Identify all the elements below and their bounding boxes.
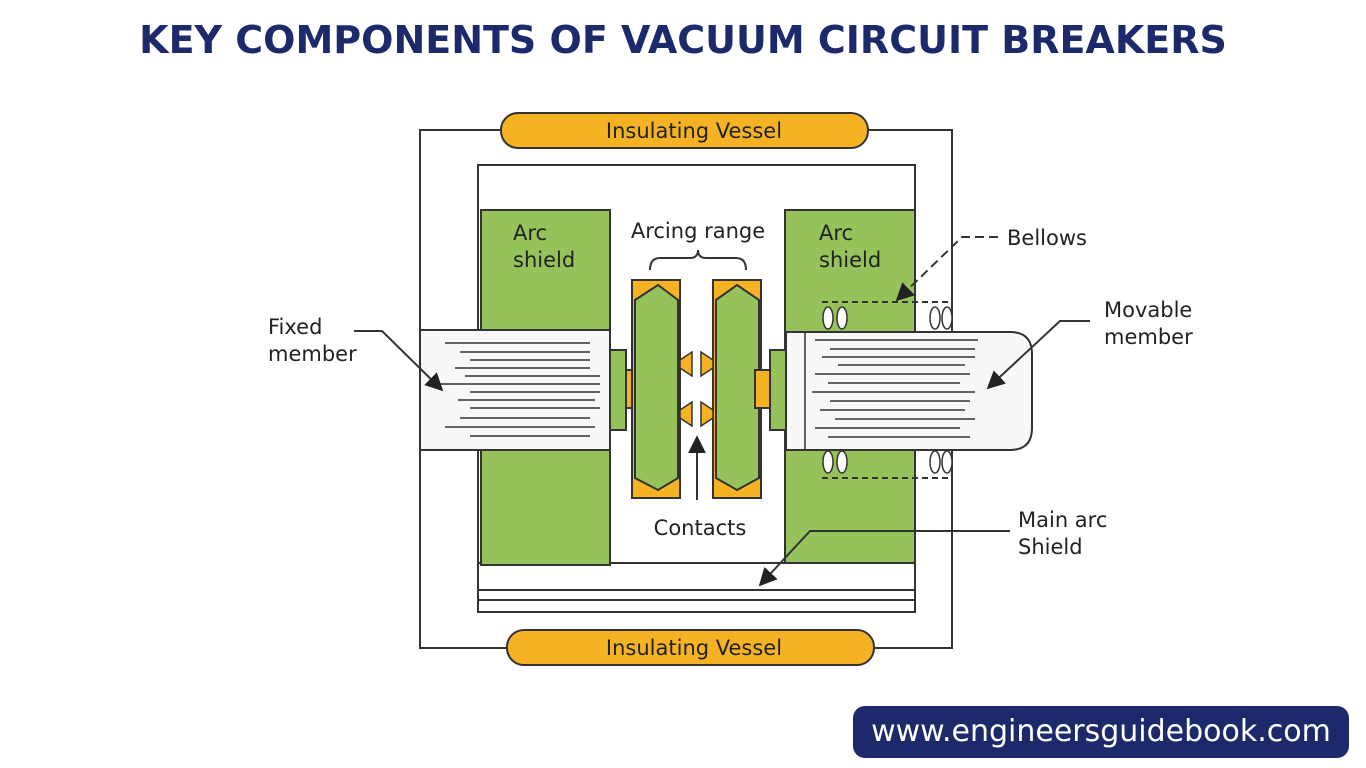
fixed-member-label-2: member bbox=[268, 342, 357, 366]
insulating-vessel-bottom: Insulating Vessel bbox=[506, 629, 875, 666]
contacts-label: Contacts bbox=[654, 516, 747, 540]
movable-member-label-1: Movable bbox=[1104, 298, 1192, 322]
arcing-range-label: Arcing range bbox=[631, 219, 765, 243]
contact-tips bbox=[679, 350, 714, 428]
page-title: KEY COMPONENTS OF VACUUM CIRCUIT BREAKER… bbox=[139, 18, 1227, 62]
main-arc-shield-leader bbox=[758, 530, 1010, 587]
movable-member-label-2: member bbox=[1104, 325, 1193, 349]
bellows-label: Bellows bbox=[1007, 226, 1087, 250]
fixed-member-leader bbox=[354, 330, 444, 392]
arc-shield-left-label-2: shield bbox=[513, 248, 575, 272]
fixed-member-rod bbox=[419, 329, 611, 451]
main-arc-shield-base bbox=[477, 562, 916, 613]
movable-flange bbox=[769, 349, 787, 431]
arc-shield-right-label-2: shield bbox=[819, 248, 881, 272]
insulating-vessel-bottom-label: Insulating Vessel bbox=[606, 636, 782, 660]
fixed-flange bbox=[609, 349, 627, 431]
insulating-vessel-top-label: Insulating Vessel bbox=[606, 119, 782, 143]
movable-member-rod bbox=[785, 331, 1033, 451]
bellows bbox=[822, 301, 953, 479]
movable-member-leader bbox=[986, 320, 1090, 390]
insulating-vessel-top: Insulating Vessel bbox=[500, 112, 869, 149]
arc-shield-left-label-1: Arc bbox=[513, 221, 547, 245]
website-badge: www.engineersguidebook.com bbox=[853, 706, 1349, 758]
fixed-member-label-1: Fixed bbox=[268, 315, 322, 339]
arcing-range-bracket bbox=[649, 249, 747, 271]
movable-stub bbox=[754, 369, 771, 409]
arc-shield-right-label-1: Arc bbox=[819, 221, 853, 245]
main-arc-shield-label-1: Main arc bbox=[1018, 508, 1107, 532]
fixed-contact bbox=[631, 279, 681, 499]
movable-contact bbox=[712, 279, 762, 499]
bellows-leader bbox=[895, 236, 998, 302]
main-arc-shield-label-2: Shield bbox=[1018, 535, 1083, 559]
